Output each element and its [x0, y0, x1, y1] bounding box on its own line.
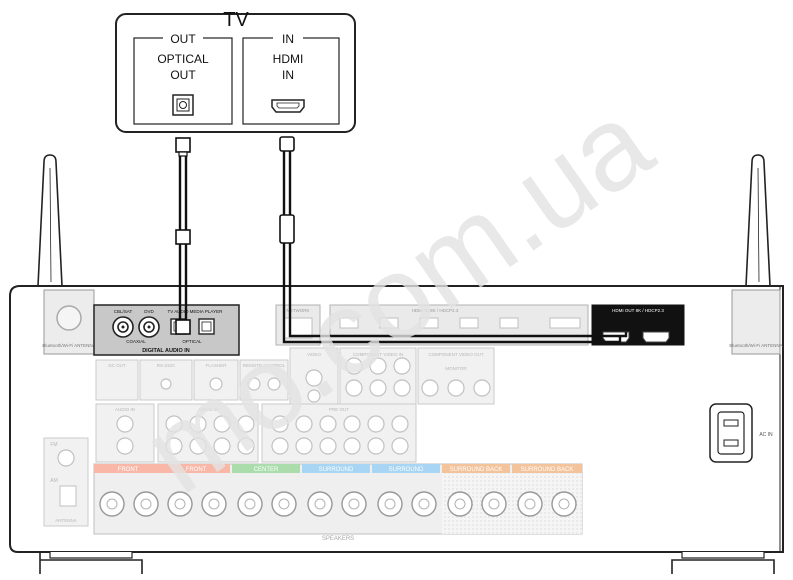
optical-in-media-player — [199, 319, 214, 334]
antenna-label: ANTENNA — [55, 518, 77, 523]
speaker-group-surround-back-l: SURROUND BACK — [521, 467, 574, 473]
tv-title: TV — [223, 9, 249, 31]
bt-antenna-plate-right: Bluetooth/Wi-Fi ANTENNA — [729, 290, 782, 354]
speaker-group-surround-l: SURROUND — [389, 467, 424, 473]
coaxial-jack-2 — [139, 317, 159, 337]
hdmi-in-port-icon — [272, 100, 304, 112]
receiver-feet — [40, 552, 774, 574]
left-antenna — [38, 155, 62, 286]
tv-optical-out-label-1: OPTICAL — [157, 52, 209, 66]
coaxial-jack-1 — [113, 317, 133, 337]
am-label: AM — [50, 478, 58, 484]
ac-in-label: AC IN — [759, 432, 773, 438]
hdmi-out-label: HDMI OUT 8K / HDCP2.3 — [612, 308, 664, 313]
digital-audio-in-label: DIGITAL AUDIO IN — [142, 348, 190, 354]
tv-hdmi-in-label-2: IN — [282, 68, 294, 82]
tv-optical-out-label-2: OUT — [170, 68, 196, 82]
svg-text:MEDIA PLAYER: MEDIA PLAYER — [190, 309, 223, 314]
tv-in-label: IN — [282, 32, 294, 46]
optical-label: OPTICAL — [182, 339, 202, 344]
bt-antenna-label-right: Bluetooth/Wi-Fi ANTENNA — [729, 343, 782, 348]
hdmi-out-port-2 — [643, 332, 669, 342]
svg-text:CBL/SAT: CBL/SAT — [114, 309, 133, 314]
right-antenna — [746, 155, 770, 286]
hdmi-out-panel: HDMI OUT 8K / HDCP2.3 — [592, 305, 684, 345]
bt-antenna-label-left: Bluetooth/Wi-Fi ANTENNA — [42, 343, 95, 348]
speaker-group-front-l: FRONT — [118, 467, 139, 473]
speaker-group-surround-r: SURROUND — [319, 467, 354, 473]
dc-out-label: DC OUT — [108, 363, 125, 368]
tv-out-group: OUT OPTICAL OUT — [134, 31, 232, 124]
fm-label: FM — [50, 442, 57, 448]
tv-in-group: IN HDMI IN — [243, 31, 339, 124]
speaker-group-surround-back-r: SURROUND BACK — [450, 467, 503, 473]
speakers-label: SPEAKERS — [322, 536, 354, 542]
tv-hdmi-in-label-1: HDMI — [273, 52, 304, 66]
tv-out-label: OUT — [170, 32, 196, 46]
component-out-label: COMPONENT VIDEO OUT — [428, 352, 483, 357]
svg-text:DVD: DVD — [144, 309, 154, 314]
coaxial-label: COAXIAL — [126, 339, 146, 344]
fm-am-antenna-panel: FM AM ANTENNA — [44, 438, 88, 526]
bt-antenna-plate-left: Bluetooth/Wi-Fi ANTENNA — [42, 290, 95, 354]
rs232c-label: RS-232C — [157, 363, 176, 368]
monitor-label: MONITOR — [445, 366, 467, 371]
optical-out-port-icon — [173, 95, 193, 115]
